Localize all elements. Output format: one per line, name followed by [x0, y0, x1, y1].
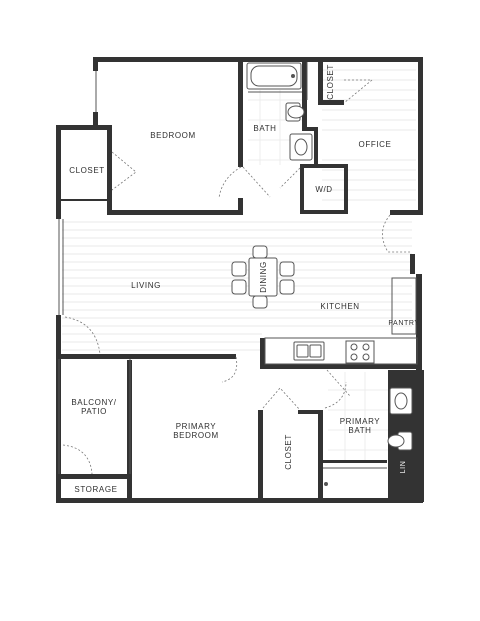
toilet-bath: [285, 102, 305, 122]
room-label-primary-bath-line1: PRIMARY: [340, 417, 381, 426]
room-label-primary-bath-line2: BATH: [348, 426, 371, 435]
room-label-balcony-line2: PATIO: [81, 407, 107, 416]
room-label-closet-top: CLOSET: [326, 64, 335, 100]
living-floor-pattern: [62, 69, 416, 351]
room-label-living: LIVING: [131, 281, 161, 290]
room-label-wd: W/D: [315, 185, 332, 194]
room-label-primary-bedroom-line1: PRIMARY: [176, 422, 217, 431]
bath-tile-pattern: [248, 90, 390, 460]
room-label-kitchen: KITCHEN: [320, 302, 359, 311]
room-label-lin: LIN: [400, 461, 407, 474]
interior-lines: [58, 62, 418, 474]
sink-bath: [289, 133, 313, 161]
door-swings: [62, 79, 410, 475]
toilet-primary-bath: [387, 431, 413, 451]
room-label-closet-left: CLOSET: [69, 166, 105, 175]
dining-table: [231, 245, 295, 309]
room-label-dining: DINING: [259, 261, 268, 293]
room-label-closet-primary: CLOSET: [284, 434, 293, 470]
room-label-bedroom: BEDROOM: [150, 131, 196, 140]
room-label-bath: BATH: [253, 124, 276, 133]
kitchen-sink: [293, 341, 325, 361]
room-label-primary-bedroom-line2: BEDROOM: [173, 431, 219, 440]
shower-primary: [323, 467, 387, 486]
room-label-storage: STORAGE: [74, 485, 117, 494]
room-label-office: OFFICE: [359, 140, 392, 149]
sink-primary-bath: [389, 387, 413, 415]
room-label-balcony-line1: BALCONY/: [71, 398, 116, 407]
cooktop: [345, 340, 375, 364]
bathtub: [246, 62, 302, 90]
room-label-pantry: PANTRY: [388, 320, 419, 327]
